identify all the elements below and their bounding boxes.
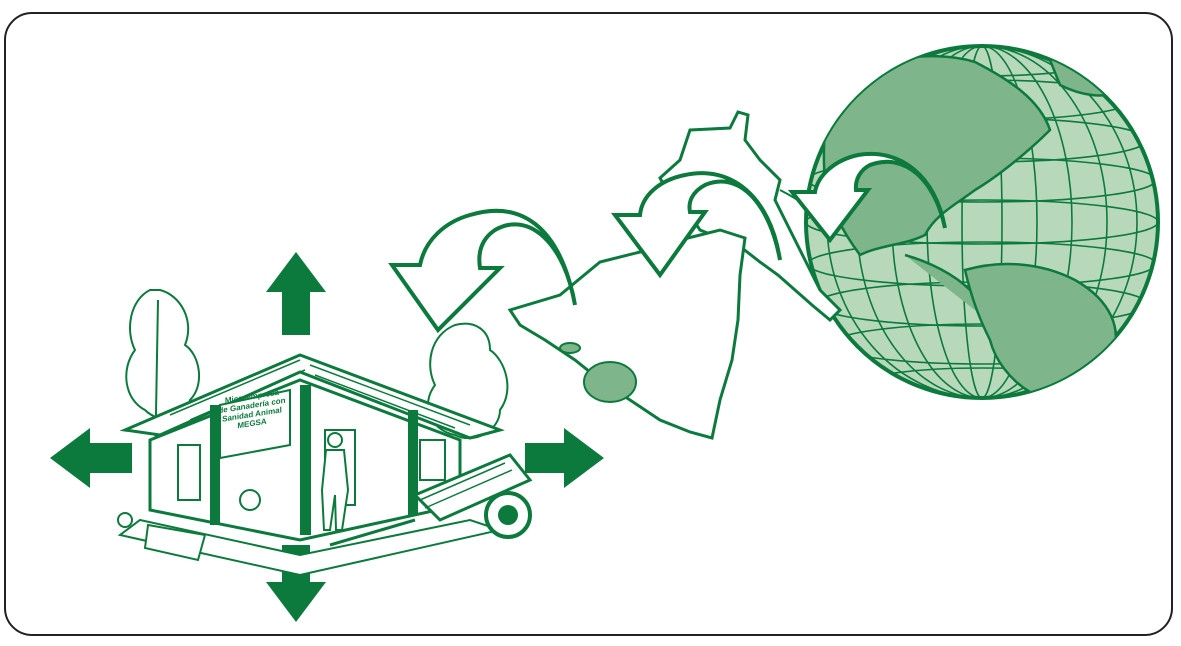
arrow-left-icon bbox=[50, 428, 132, 488]
arrow-right-icon bbox=[525, 428, 604, 488]
nicaragua-map-icon bbox=[510, 230, 745, 438]
globe-icon bbox=[806, 44, 1158, 400]
arrow-up-icon bbox=[266, 252, 326, 335]
